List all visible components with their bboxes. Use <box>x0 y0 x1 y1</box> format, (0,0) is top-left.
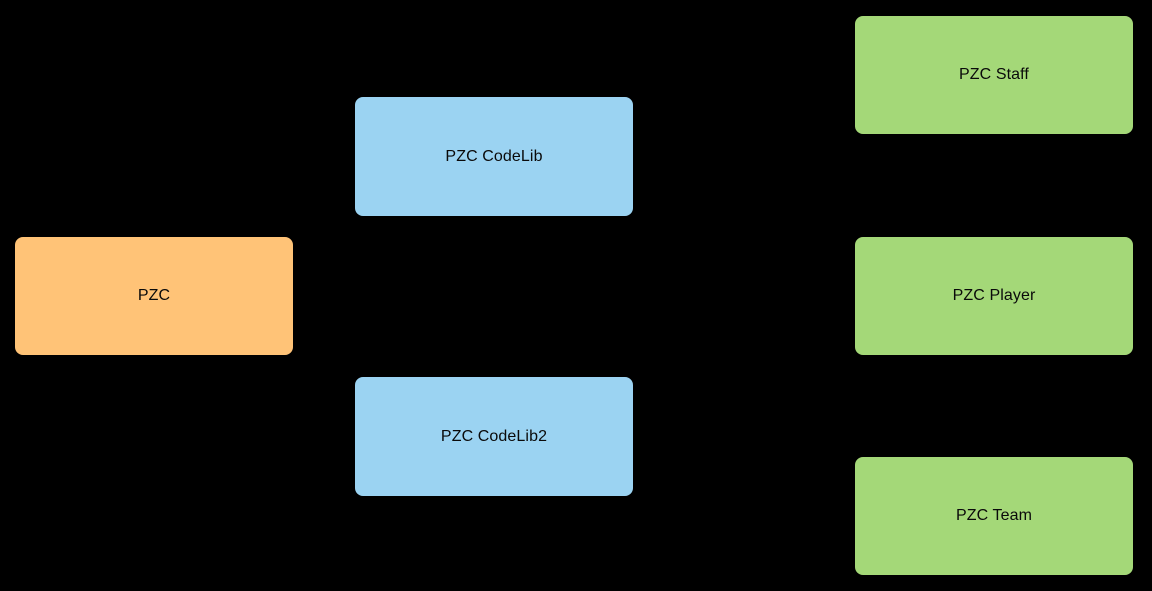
node-pzc-team-label: PZC Team <box>955 507 1033 525</box>
node-pzc-staff-label: PZC Staff <box>959 66 1029 84</box>
node-pzc-player-label: PZC Player <box>952 287 1036 305</box>
node-pzc[interactable]: PZC <box>15 237 293 355</box>
node-pzc-staff[interactable]: PZC Staff <box>855 16 1133 134</box>
node-pzc-codelib2-label: PZC CodeLib2 <box>440 427 548 445</box>
node-pzc-codelib-label: PZC CodeLib <box>445 147 543 165</box>
node-pzc-team[interactable]: PZC Team <box>855 457 1133 575</box>
node-pzc-player[interactable]: PZC Player <box>855 237 1133 355</box>
node-pzc-label: PZC <box>137 287 171 305</box>
node-pzc-codelib2[interactable]: PZC CodeLib2 <box>355 377 633 496</box>
node-pzc-codelib[interactable]: PZC CodeLib <box>355 97 633 216</box>
